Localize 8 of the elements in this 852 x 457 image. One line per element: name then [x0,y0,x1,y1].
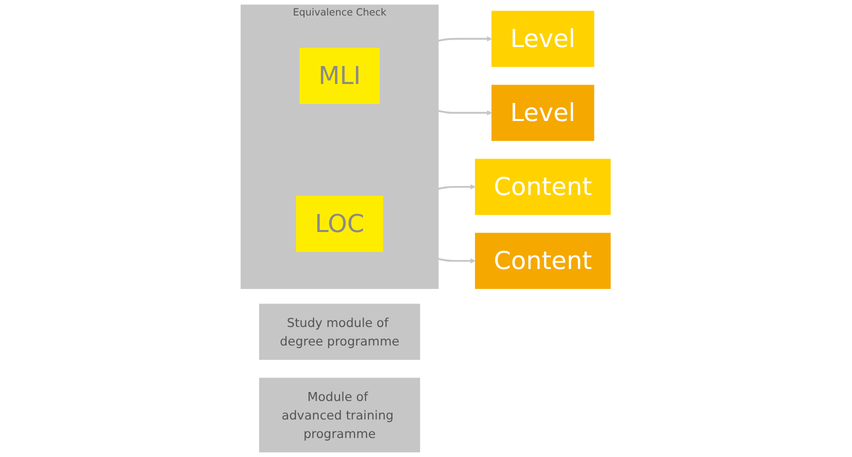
node-box: Level [492,84,595,141]
node-box: Module of advanced training programme [259,378,420,452]
node-box: LOC [296,196,384,252]
node-box: Study module of degree programme [259,304,420,360]
node-box: Content [475,232,612,289]
node-box: Content [475,158,612,215]
node-box: MLI [300,48,380,104]
node-box: Level [492,10,595,67]
